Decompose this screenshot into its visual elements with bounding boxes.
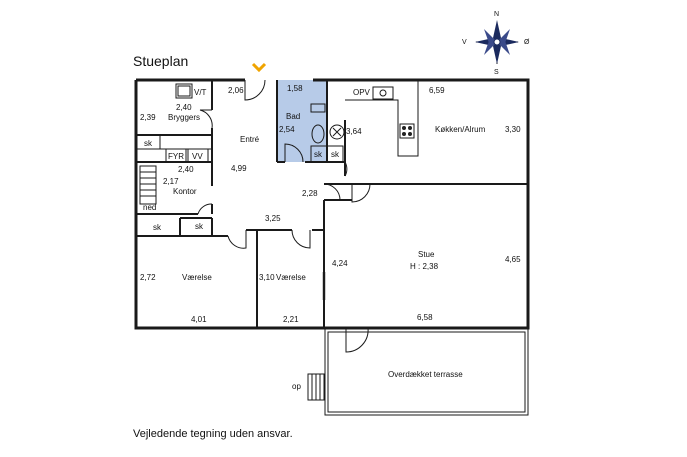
vv-label: VV bbox=[192, 152, 203, 161]
closet-sk-label-2: sk bbox=[195, 222, 204, 231]
bryggers-width-label: 2,40 bbox=[176, 103, 192, 112]
sk-label-utility: sk bbox=[144, 139, 153, 148]
kitchen-name-label: Køkken/Alrum bbox=[435, 125, 486, 134]
compass-north-label: N bbox=[494, 11, 499, 18]
compass-south-label: S bbox=[494, 69, 499, 76]
entry-arrow-icon bbox=[251, 62, 267, 73]
bad-depth-label: 2,54 bbox=[279, 125, 295, 134]
disclaimer-text: Vejledende tegning uden ansvar. bbox=[133, 428, 293, 440]
bryggers-depth-label: 2,39 bbox=[140, 113, 156, 122]
compass-east-label: Ø bbox=[524, 39, 530, 46]
stue-width-label: 6,58 bbox=[417, 313, 433, 322]
plan-title: Stueplan bbox=[133, 53, 188, 69]
hall-bottom-label: 3,25 bbox=[265, 214, 281, 223]
pantry-label: 3,64 bbox=[346, 127, 362, 136]
kitchen-width-label: 6,59 bbox=[429, 86, 445, 95]
stairs-icon bbox=[139, 165, 157, 205]
bedroom1-depth-label: 2,72 bbox=[140, 273, 156, 282]
bryggers-name-label: Bryggers bbox=[168, 113, 200, 122]
bedroom1-width-label: 4,01 bbox=[191, 315, 207, 324]
kitchen-fixtures bbox=[326, 80, 450, 185]
hall-width-label: 2,28 bbox=[302, 189, 318, 198]
entre-side-label: 4,99 bbox=[231, 164, 247, 173]
bedroom2-name-label: Værelse bbox=[276, 273, 306, 282]
stue-height-label: H : 2,38 bbox=[410, 262, 439, 271]
entre-name-label: Entré bbox=[240, 135, 260, 144]
closet-sk-label-1: sk bbox=[153, 223, 162, 232]
compass-rose-icon bbox=[475, 20, 519, 64]
fyr-label: FYR bbox=[168, 152, 184, 161]
compass-west-label: V bbox=[462, 39, 467, 46]
bad-width-label: 1,58 bbox=[287, 84, 303, 93]
stue-left-label: 4,24 bbox=[332, 259, 348, 268]
kontor-depth-label: 2,17 bbox=[163, 177, 179, 186]
terrace-op-label: op bbox=[292, 382, 301, 391]
terrace-outline bbox=[307, 328, 529, 416]
vt-label: V/T bbox=[194, 88, 207, 97]
bad-name-label: Bad bbox=[286, 112, 300, 121]
stue-right-label: 4,65 bbox=[505, 255, 521, 264]
ned-label: ned bbox=[143, 203, 156, 212]
bedroom2-depth-label: 3,10 bbox=[259, 273, 275, 282]
kitchen-sk-label: sk bbox=[331, 150, 340, 159]
terrace-name-label: Overdækket terrasse bbox=[388, 370, 463, 379]
utility-fixtures bbox=[135, 83, 212, 163]
bedroom2-width-label: 2,21 bbox=[283, 315, 299, 324]
bath-fixtures bbox=[310, 103, 328, 163]
kontor-name-label: Kontor bbox=[173, 187, 197, 196]
opv-label: OPV bbox=[353, 88, 371, 97]
bedroom1-name-label: Værelse bbox=[182, 273, 212, 282]
kitchen-depth-label: 3,30 bbox=[505, 125, 521, 134]
outer-walls bbox=[134, 78, 530, 330]
entre-top-label: 2,06 bbox=[228, 86, 244, 95]
stue-name-label: Stue bbox=[418, 250, 435, 259]
bad-sk-label: sk bbox=[314, 150, 323, 159]
kontor-width-label: 2,40 bbox=[178, 165, 194, 174]
